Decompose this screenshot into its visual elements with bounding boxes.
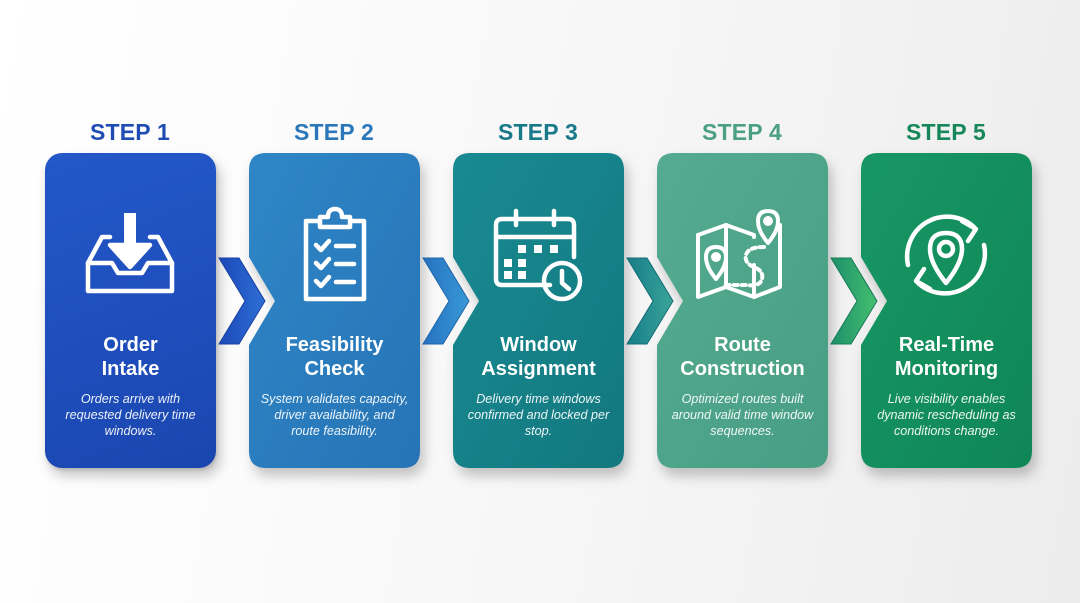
step-5-title-line2: Monitoring bbox=[894, 358, 999, 380]
clipboard-checklist-icon bbox=[303, 206, 367, 302]
step-4-label: STEP 4 bbox=[701, 119, 783, 145]
step-5-label: STEP 5 bbox=[905, 119, 987, 145]
step-2-label: STEP 2 bbox=[293, 119, 375, 145]
step-4-title-line2: Construction bbox=[680, 358, 805, 380]
step-3-title-line1: Window bbox=[500, 334, 577, 356]
inbox-download-icon bbox=[85, 213, 175, 294]
chevron-right-icon bbox=[422, 257, 470, 345]
step-5-description: Live visibility enables dynamic reschedu… bbox=[877, 392, 1016, 438]
step-1-description: Orders arrive with requested delivery ti… bbox=[65, 392, 196, 438]
map-route-icon bbox=[696, 209, 782, 299]
step-3-label: STEP 3 bbox=[497, 119, 579, 145]
step-5-card: Real-Time Monitoring Live visibility ena… bbox=[861, 153, 1032, 468]
step-2-title-line2: Check bbox=[304, 358, 365, 380]
step-2-title-line1: Feasibility bbox=[285, 334, 384, 356]
chevron-right-icon bbox=[830, 257, 878, 345]
step-4-card: Route Construction Optimized routes buil… bbox=[657, 153, 828, 468]
step-1-title-line2: Intake bbox=[101, 358, 160, 380]
step-1-title: Order Intake bbox=[53, 333, 208, 381]
step-2-title: Feasibility Check bbox=[257, 333, 412, 381]
step-1-label: STEP 1 bbox=[89, 119, 171, 145]
step-3-card: Window Assignment Delivery time windows … bbox=[453, 153, 624, 468]
step-3-description: Delivery time windows confirmed and lock… bbox=[467, 392, 610, 438]
step-2-card: Feasibility Check System validates capac… bbox=[249, 153, 420, 468]
step-2-description: System validates capacity, driver availa… bbox=[260, 392, 409, 438]
step-4-title-line1: Route bbox=[714, 334, 771, 356]
step-4-title: Route Construction bbox=[665, 333, 820, 381]
location-refresh-icon bbox=[904, 214, 988, 296]
chevron-right-icon bbox=[218, 257, 266, 345]
step-5-title-line1: Real-Time bbox=[898, 334, 995, 356]
step-3-title: Window Assignment bbox=[461, 333, 616, 381]
chevron-right-icon bbox=[626, 257, 674, 345]
step-1-title-line1: Order bbox=[103, 334, 158, 356]
step-5-title: Real-Time Monitoring bbox=[869, 333, 1024, 381]
calendar-clock-icon bbox=[493, 208, 583, 302]
step-4-description: Optimized routes built around valid time… bbox=[671, 392, 814, 438]
step-3-title-line2: Assignment bbox=[481, 358, 596, 380]
step-1-card: Order Intake Orders arrive with requeste… bbox=[45, 153, 216, 468]
